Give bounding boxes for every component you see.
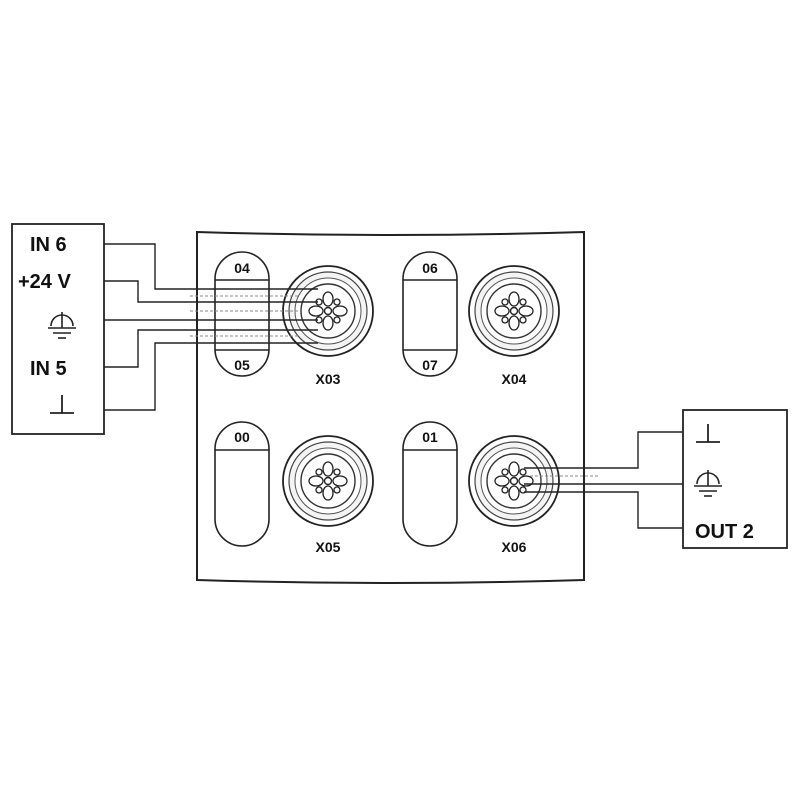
label-in5: IN 5	[30, 358, 67, 380]
protective-earth-icon	[48, 312, 76, 339]
status-label-05: 05	[234, 357, 250, 373]
led-indicator-06-07: 06 07	[402, 251, 458, 377]
protective-earth-icon	[694, 470, 722, 497]
connector-label-x05: X05	[316, 539, 341, 555]
led-indicator-04-05: 04 05	[214, 251, 270, 377]
status-label-07: 07	[422, 357, 438, 373]
status-label-06: 06	[422, 260, 438, 276]
status-label-00: 00	[234, 429, 250, 445]
output-wiring	[524, 431, 683, 529]
connector-label-x06: X06	[502, 539, 527, 555]
led-indicator-00: 00	[214, 421, 270, 547]
connector-x03: X03	[282, 265, 374, 387]
output-terminal-block	[682, 409, 788, 549]
connector-label-x04: X04	[502, 371, 527, 387]
label-out2: OUT 2	[695, 521, 754, 543]
input-wiring	[104, 243, 318, 411]
connector-x05: X05	[282, 435, 374, 555]
connector-label-x03: X03	[316, 371, 341, 387]
label-in6: IN 6	[30, 234, 67, 256]
ground-icon	[50, 395, 74, 414]
status-label-04: 04	[234, 260, 250, 276]
status-label-01: 01	[422, 429, 438, 445]
connector-x04: X04	[468, 265, 560, 387]
led-indicator-01: 01	[402, 421, 458, 547]
label-plus24v: +24 V	[18, 271, 71, 293]
connector-x06: X06	[468, 435, 560, 555]
ground-icon	[696, 424, 720, 443]
input-terminal-block	[11, 223, 105, 435]
